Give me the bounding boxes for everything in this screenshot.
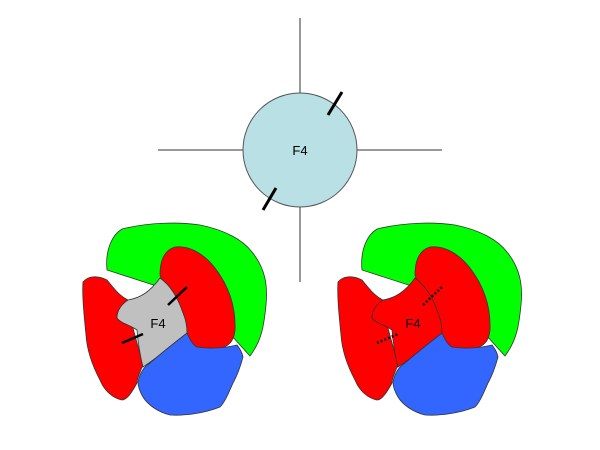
f4-dotted-right: [422, 286, 443, 306]
f4-tick-right: [167, 286, 188, 306]
left-molecule: F4: [82, 222, 267, 416]
red-domain-left: [82, 276, 144, 401]
blue-domain: [137, 332, 244, 416]
top-schematic: F4: [158, 18, 442, 282]
upper-tick: [326, 91, 344, 116]
circle-label: F4: [292, 143, 307, 158]
right-f4-label: F4: [405, 316, 420, 331]
f4-tick-left: [121, 332, 144, 345]
red-domain-left: [337, 276, 399, 401]
left-f4-label: F4: [150, 316, 165, 331]
right-molecule: F4: [337, 222, 522, 416]
lower-tick: [261, 187, 278, 211]
blue-domain: [392, 332, 499, 416]
f4-circle: [242, 92, 358, 208]
